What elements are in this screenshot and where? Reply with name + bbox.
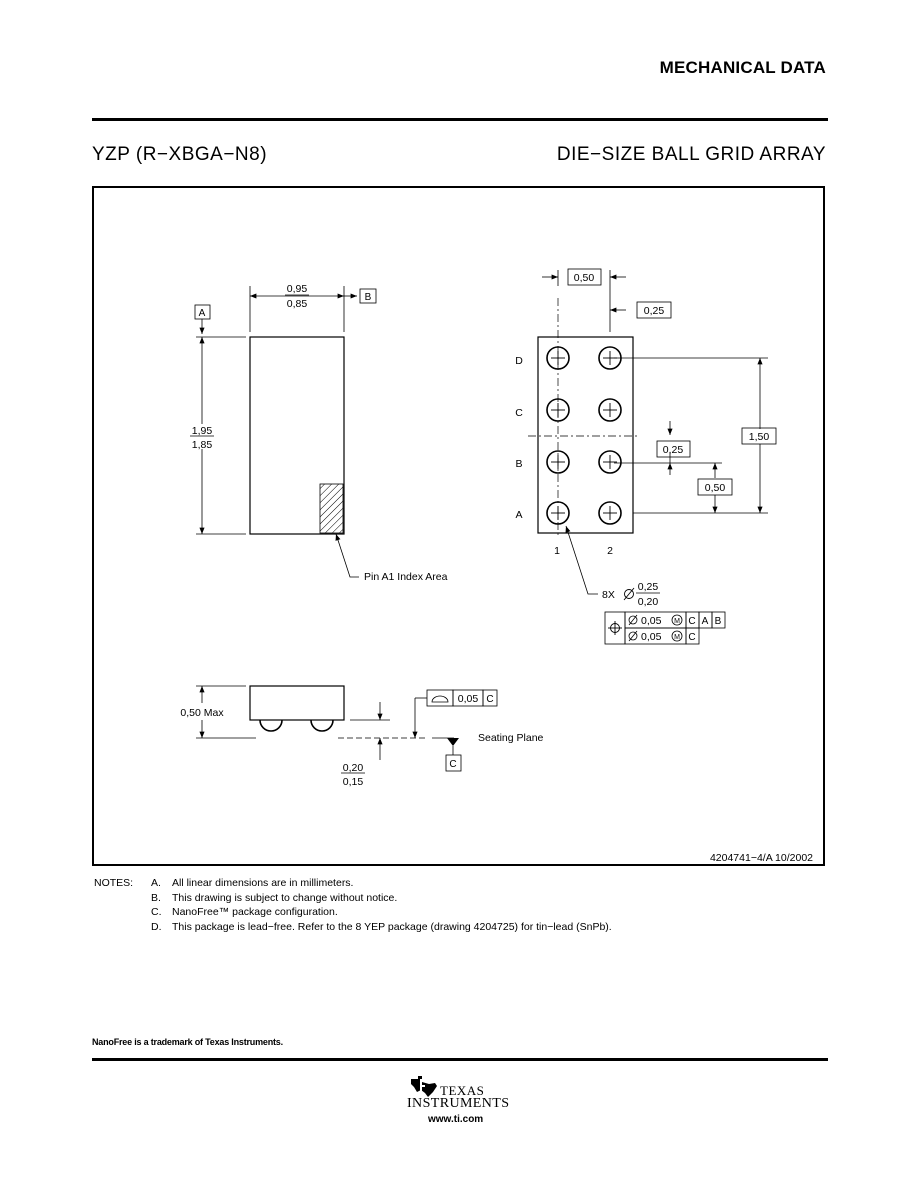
pitch-y-box — [697, 478, 733, 496]
length-min: 1,85 — [192, 439, 213, 451]
span-y: 1,50 — [749, 431, 770, 443]
pin-a1-index-area — [319, 483, 344, 534]
note-d: D.This package is lead−free. Refer to th… — [151, 920, 612, 933]
datum-c: C — [449, 759, 456, 770]
index-label: Pin A1 Index Area — [364, 571, 448, 583]
flatness-datum: C — [486, 694, 493, 705]
ti-logo: TEXAS INSTRUMENTS www.ti.com — [406, 1074, 516, 1132]
row-label-b: B — [515, 458, 522, 470]
ball-count: 8X — [602, 589, 615, 601]
length-max: 1,95 — [192, 425, 213, 437]
ball-dia-max: 0,25 — [638, 581, 659, 593]
tol1-datum-b: B — [715, 616, 722, 627]
tol1-value: 0,05 — [641, 615, 662, 627]
bottom-view: D C B A 1 2 0,50 0,25 1,50 0,25 0,5 — [515, 268, 777, 645]
row-label-d: D — [515, 355, 523, 367]
row-label-c: C — [515, 407, 523, 419]
offset-y: 0,25 — [663, 444, 684, 456]
tol1-datum-a: A — [702, 616, 709, 627]
height-label: 0,50 Max — [180, 707, 224, 719]
ball-D1 — [546, 346, 570, 370]
row-label-a: A — [515, 509, 522, 521]
datum-c-triangle — [447, 738, 459, 746]
note-b: B.This drawing is subject to change with… — [151, 891, 398, 904]
brand-line1: TEXAS — [440, 1083, 485, 1098]
website-url[interactable]: www.ti.com — [428, 1114, 484, 1125]
standoff-max: 0,20 — [343, 762, 364, 774]
top-view: 0,95 0,85 B A 1,95 1,85 Pin A1 Index Are… — [190, 283, 448, 583]
flatness-icon — [431, 695, 449, 703]
ball-left — [259, 719, 283, 732]
ball-C1 — [546, 398, 570, 422]
ball-C2 — [598, 398, 622, 422]
notes-label: NOTES: — [94, 877, 134, 889]
tol2-datum-c: C — [688, 632, 695, 643]
span-y-box — [741, 427, 777, 445]
pitch-x: 0,50 — [574, 272, 595, 284]
ball-A1 — [546, 501, 570, 525]
ball-A2 — [598, 501, 622, 525]
drawing-number: 4204741−4/A 10/2002 — [710, 852, 813, 864]
note-c: C.NanoFree™ package configuration. — [151, 906, 338, 919]
tol2-value: 0,05 — [641, 631, 662, 643]
standoff-min: 0,15 — [343, 776, 364, 788]
ball-dia-min: 0,20 — [638, 596, 659, 608]
solder-balls — [546, 346, 622, 525]
seating-plane-label: Seating Plane — [478, 732, 544, 744]
drawing-frame — [92, 186, 825, 866]
pitch-y: 0,50 — [705, 482, 726, 494]
width-max: 0,95 — [287, 283, 308, 295]
datum-a-box — [194, 304, 211, 320]
side-view: 0,50 Max 0,20 0,15 0,05 C C Seating Plan… — [180, 685, 544, 788]
flatness-frame: 0,05 C — [426, 689, 498, 707]
ball-B2 — [598, 450, 622, 474]
mechanical-drawing: 0,95 0,85 B A 1,95 1,85 Pin A1 Index Are… — [180, 268, 813, 864]
ball-right — [310, 719, 334, 732]
brand-line2: INSTRUMENTS — [407, 1096, 510, 1111]
mmc-icon — [671, 614, 683, 626]
diameter-symbol — [623, 587, 635, 601]
offset-y-box — [656, 440, 691, 458]
section-title: MECHANICAL DATA — [659, 58, 826, 77]
tol1-datum-c: C — [688, 616, 695, 627]
position-icon — [608, 621, 622, 635]
col-label-2: 2 — [607, 545, 613, 557]
mmc-icon — [671, 630, 683, 642]
svg-text:M: M — [674, 634, 680, 641]
col-label-1: 1 — [554, 545, 560, 557]
footer-rule — [92, 1058, 828, 1061]
package-type: DIE−SIZE BALL GRID ARRAY — [556, 144, 826, 165]
offset-x: 0,25 — [644, 305, 665, 317]
trademark-note: NanoFree is a trademark of Texas Instrum… — [92, 1037, 283, 1047]
datum-b-box — [359, 288, 377, 304]
svg-text:M: M — [674, 618, 680, 625]
datum-a: A — [199, 308, 206, 319]
pitch-x-box — [567, 268, 602, 286]
texas-state-logo-icon — [411, 1076, 437, 1097]
die-body — [249, 685, 345, 721]
ball-B1 — [546, 450, 570, 474]
position-tolerance-frame: 0,05 M C A B 0,05 M C — [604, 611, 726, 645]
datum-b: B — [365, 292, 372, 303]
flatness-value: 0,05 — [458, 693, 479, 705]
offset-x-box — [636, 301, 672, 319]
note-a: A.All linear dimensions are in millimete… — [151, 877, 354, 889]
bottom-outline — [537, 336, 634, 534]
package-code: YZP (R−XBGA−N8) — [92, 144, 268, 165]
header-rule — [92, 118, 828, 121]
width-min: 0,85 — [287, 298, 308, 310]
package-outline — [249, 336, 345, 535]
